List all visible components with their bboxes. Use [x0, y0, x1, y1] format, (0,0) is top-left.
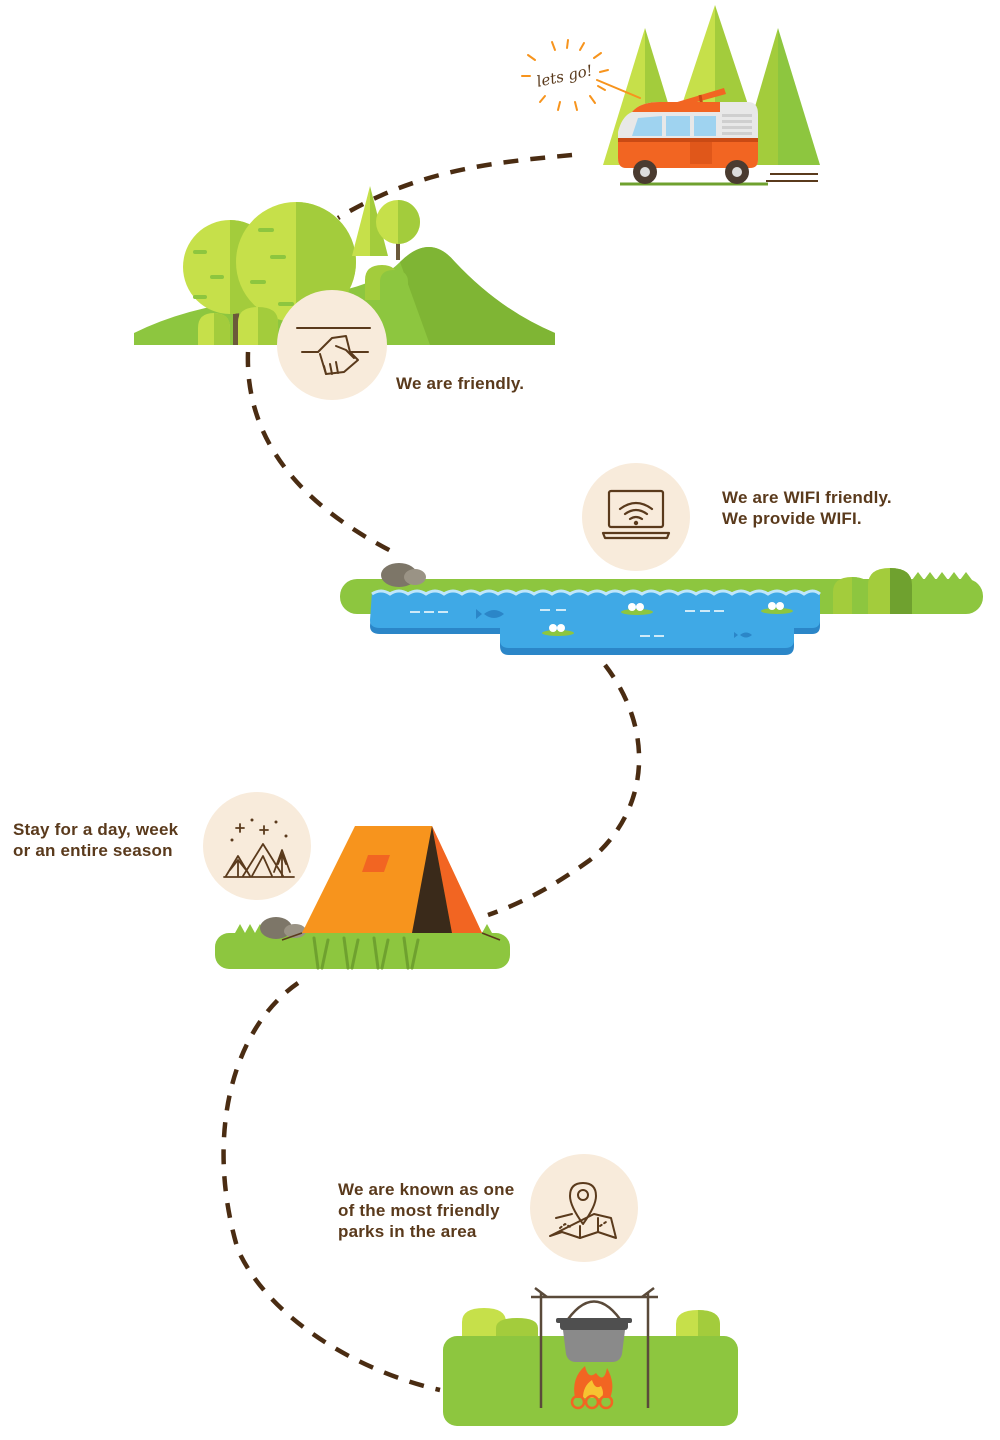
- feature-line: parks in the area: [338, 1222, 477, 1241]
- feature-text-known: We are known as one of the most friendly…: [338, 1179, 514, 1242]
- trail-path: [221, 152, 642, 1393]
- bush: [833, 577, 871, 614]
- van-scene: lets go!: [521, 5, 820, 186]
- fish: [734, 632, 752, 638]
- feature-text-stay: Stay for a day, week or an entire season: [13, 819, 178, 861]
- camper-van: [618, 88, 758, 184]
- lake-scene: [340, 563, 983, 655]
- bush: [198, 313, 230, 345]
- feature-line: of the most friendly: [338, 1201, 500, 1220]
- bush: [462, 1308, 538, 1336]
- laptop-wifi-icon: [601, 489, 671, 540]
- lets-go-callout: lets go!: [535, 61, 594, 90]
- feature-line: We are WIFI friendly.: [722, 488, 892, 507]
- round-tree: [376, 200, 420, 260]
- map-pin-icon: [549, 1182, 617, 1239]
- campfire-scene: [443, 1287, 738, 1426]
- lets-go-burst: [521, 39, 641, 111]
- feature-badge-known: [530, 1154, 638, 1262]
- feature-line: We are friendly.: [396, 374, 525, 393]
- bush: [868, 568, 912, 614]
- feature-line: We are known as one: [338, 1180, 515, 1199]
- feature-text-friendly: We are friendly.: [396, 373, 524, 394]
- bush: [365, 265, 408, 300]
- feature-text-wifi: We are WIFI friendly. We provide WIFI.: [722, 487, 892, 529]
- forest-night-icon: [223, 823, 295, 878]
- bush: [238, 307, 278, 345]
- lily-pad: [761, 602, 793, 614]
- cooking-tripod: [531, 1287, 658, 1408]
- tent: [281, 826, 501, 941]
- lily-pad: [621, 603, 653, 615]
- feature-badge-wifi: [582, 463, 690, 571]
- handshake-icon: [296, 327, 371, 375]
- tent-scene: [215, 826, 510, 970]
- campfire-flames: [570, 1366, 614, 1410]
- feature-line: or an entire season: [13, 841, 173, 860]
- feature-line: Stay for a day, week: [13, 820, 179, 839]
- feature-badge-friendly: [277, 290, 387, 400]
- lily-pad: [542, 624, 574, 636]
- feature-line: We provide WIFI.: [722, 509, 862, 528]
- bush: [676, 1310, 720, 1336]
- fish: [476, 609, 504, 619]
- cooking-pot: [556, 1318, 632, 1362]
- feature-badge-stay: [203, 792, 311, 900]
